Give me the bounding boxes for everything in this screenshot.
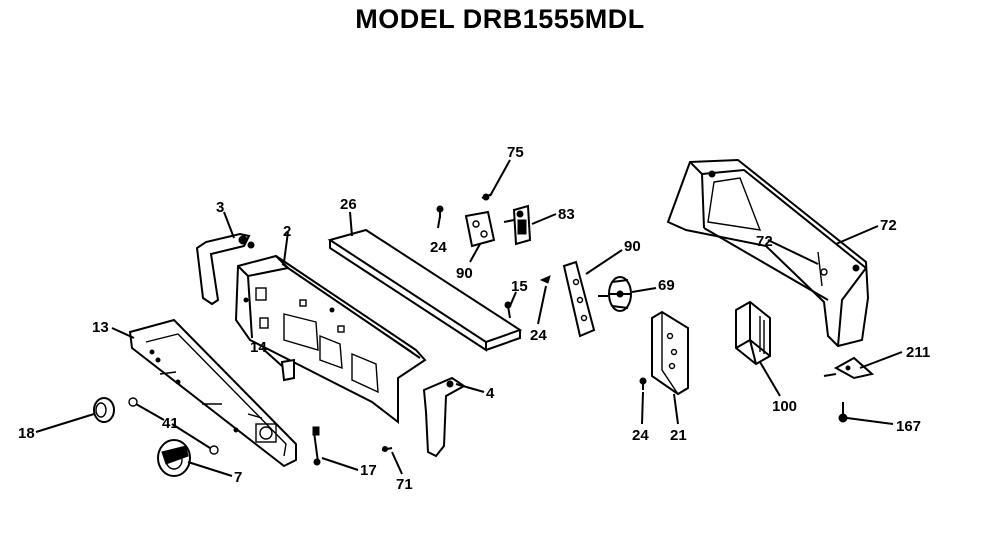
part-26-trim-strip xyxy=(327,228,523,352)
part-72-backsplash xyxy=(666,158,870,348)
part-7-dial-knob xyxy=(157,439,191,477)
part-71-screw xyxy=(381,446,393,452)
part-100-timer xyxy=(735,300,771,366)
label-17: 17 xyxy=(360,462,377,479)
label-14: 14 xyxy=(250,339,267,356)
label-4: 4 xyxy=(486,385,495,402)
part-21-plate xyxy=(651,310,689,396)
label-41: 41 xyxy=(162,415,179,432)
model-title: MODEL DRB1555MDL xyxy=(355,4,645,34)
label-69: 69 xyxy=(658,277,675,294)
label-24-c: 24 xyxy=(632,427,649,444)
part-90-lower-plate xyxy=(562,260,596,338)
part-83-switch xyxy=(503,204,532,246)
label-72-b: 72 xyxy=(880,217,897,234)
leader-lines xyxy=(35,159,903,477)
label-24-b: 24 xyxy=(530,327,547,344)
part-labels: 75 83 24 90 26 3 2 15 24 90 69 72 72 13 … xyxy=(18,144,930,493)
label-21: 21 xyxy=(670,427,687,444)
part-211-bracket xyxy=(823,356,875,380)
label-75: 75 xyxy=(507,144,524,161)
part-167-screw xyxy=(838,402,848,423)
label-7: 7 xyxy=(234,469,242,486)
part-41-spring xyxy=(128,397,219,455)
label-15: 15 xyxy=(511,278,528,295)
part-13-control-panel xyxy=(128,318,297,468)
label-13: 13 xyxy=(92,319,109,336)
part-2-control-housing xyxy=(234,254,427,425)
label-167: 167 xyxy=(896,418,921,435)
label-2: 2 xyxy=(283,223,291,240)
label-26: 26 xyxy=(340,196,357,213)
part-14-clip xyxy=(280,358,295,382)
label-100: 100 xyxy=(772,398,797,415)
part-24-screw-c xyxy=(639,377,647,390)
label-18: 18 xyxy=(18,425,35,442)
part-69-motor xyxy=(598,276,632,312)
label-83: 83 xyxy=(558,206,575,223)
part-90-upper-bracket xyxy=(464,210,496,248)
label-90-b: 90 xyxy=(624,238,641,255)
label-3: 3 xyxy=(216,199,224,216)
part-18-knob xyxy=(93,397,115,423)
part-24-screw-b xyxy=(539,275,551,284)
label-24-a: 24 xyxy=(430,239,447,256)
label-71: 71 xyxy=(396,476,413,493)
part-3-bracket xyxy=(195,232,255,306)
part-4-bracket xyxy=(422,376,466,458)
part-17-lamp-socket xyxy=(312,426,321,466)
label-72-a: 72 xyxy=(756,233,773,250)
label-90-a: 90 xyxy=(456,265,473,282)
label-211: 211 xyxy=(906,344,930,361)
